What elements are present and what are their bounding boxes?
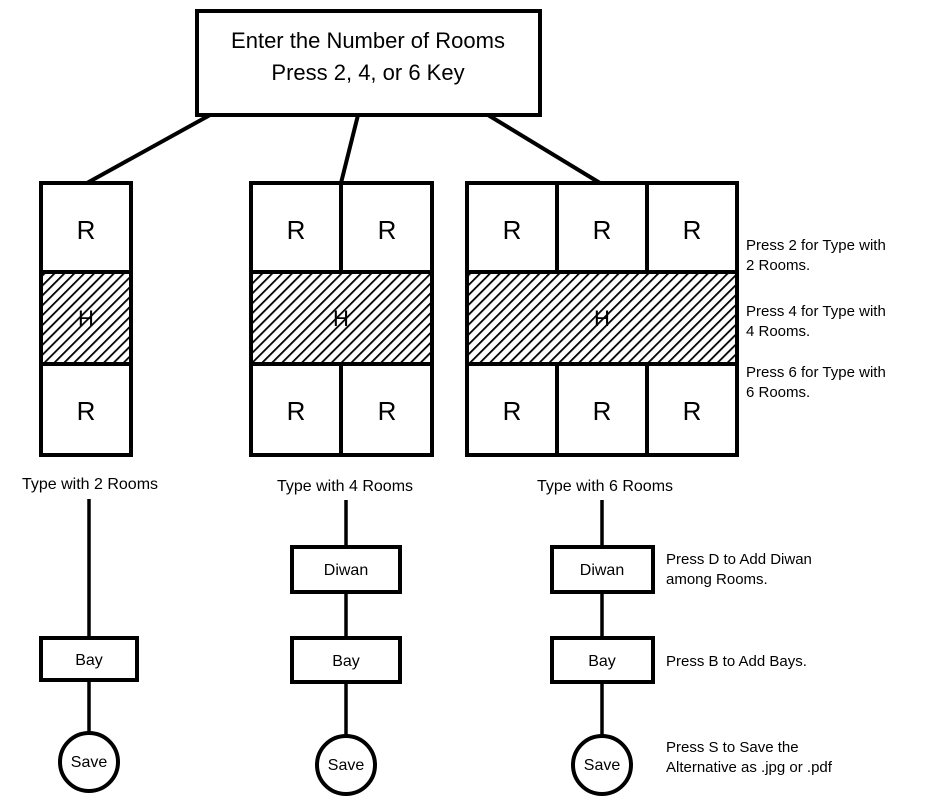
bay-box[interactable]: Bay (550, 636, 655, 684)
room-label: R (683, 396, 702, 426)
note-line: 6 Rooms. (746, 384, 811, 401)
note-press-s: Press S to Save the Alternative as .jpg … (666, 738, 832, 778)
bay-label: Bay (332, 653, 360, 670)
note-line: Press D to Add Diwan (666, 551, 812, 568)
note-line: 4 Rooms. (746, 323, 811, 340)
root-connectors (86, 113, 602, 185)
room-label: R (593, 215, 612, 245)
type-caption-4-rooms: Type with 4 Rooms (277, 478, 413, 495)
bay-label: Bay (588, 653, 616, 670)
type-caption-6-rooms: Type with 6 Rooms (537, 478, 673, 495)
diwan-label: Diwan (580, 562, 624, 579)
room-label: R (378, 396, 397, 426)
plan-6-rooms: H R R R R R R (465, 181, 739, 457)
note-press-6: Press 6 for Type with 6 Rooms. (746, 363, 886, 403)
bay-box[interactable]: Bay (290, 636, 402, 684)
diwan-box[interactable]: Diwan (550, 545, 655, 594)
bay-box[interactable]: Bay (39, 636, 139, 682)
room-label: R (503, 215, 522, 245)
note-line: Press B to Add Bays. (666, 653, 807, 670)
save-label: Save (71, 754, 108, 771)
note-line: Press S to Save the (666, 739, 799, 756)
room-label: R (77, 215, 96, 245)
save-label: Save (328, 757, 365, 774)
room-label: R (378, 215, 397, 245)
room-label: R (287, 396, 306, 426)
note-line: Alternative as .jpg or .pdf (666, 759, 832, 776)
plan-4-rooms: H R R R R (249, 181, 434, 457)
save-label: Save (584, 757, 621, 774)
plan-2-rooms: H R R (39, 181, 133, 457)
room-label: R (287, 215, 306, 245)
root-subtitle: Press 2, 4, or 6 Key (271, 60, 464, 85)
bay-label: Bay (75, 652, 103, 669)
diwan-label: Diwan (324, 562, 368, 579)
room-label: R (593, 396, 612, 426)
note-press-d: Press D to Add Diwan among Rooms. (666, 550, 812, 590)
note-line: Press 6 for Type with (746, 364, 886, 381)
note-press-2: Press 2 for Type with 2 Rooms. (746, 236, 886, 276)
diwan-box[interactable]: Diwan (290, 545, 402, 594)
type-caption-2-rooms: Type with 2 Rooms (22, 476, 158, 493)
note-press-b: Press B to Add Bays. (666, 652, 807, 672)
root-title: Enter the Number of Rooms (231, 28, 505, 53)
hall-label: H (594, 306, 610, 331)
note-line: Press 2 for Type with (746, 237, 886, 254)
room-label: R (503, 396, 522, 426)
save-button[interactable]: Save (315, 734, 377, 796)
hall-label: H (78, 306, 94, 331)
save-button[interactable]: Save (571, 734, 633, 796)
hall-label: H (333, 306, 349, 331)
root-box: Enter the Number of Rooms Press 2, 4, or… (195, 9, 542, 117)
note-press-4: Press 4 for Type with 4 Rooms. (746, 302, 886, 342)
note-line: 2 Rooms. (746, 257, 811, 274)
note-line: Press 4 for Type with (746, 303, 886, 320)
step-connectors (87, 499, 604, 737)
room-label: R (683, 215, 702, 245)
note-line: among Rooms. (666, 571, 768, 588)
save-button[interactable]: Save (58, 731, 120, 793)
room-label: R (77, 396, 96, 426)
